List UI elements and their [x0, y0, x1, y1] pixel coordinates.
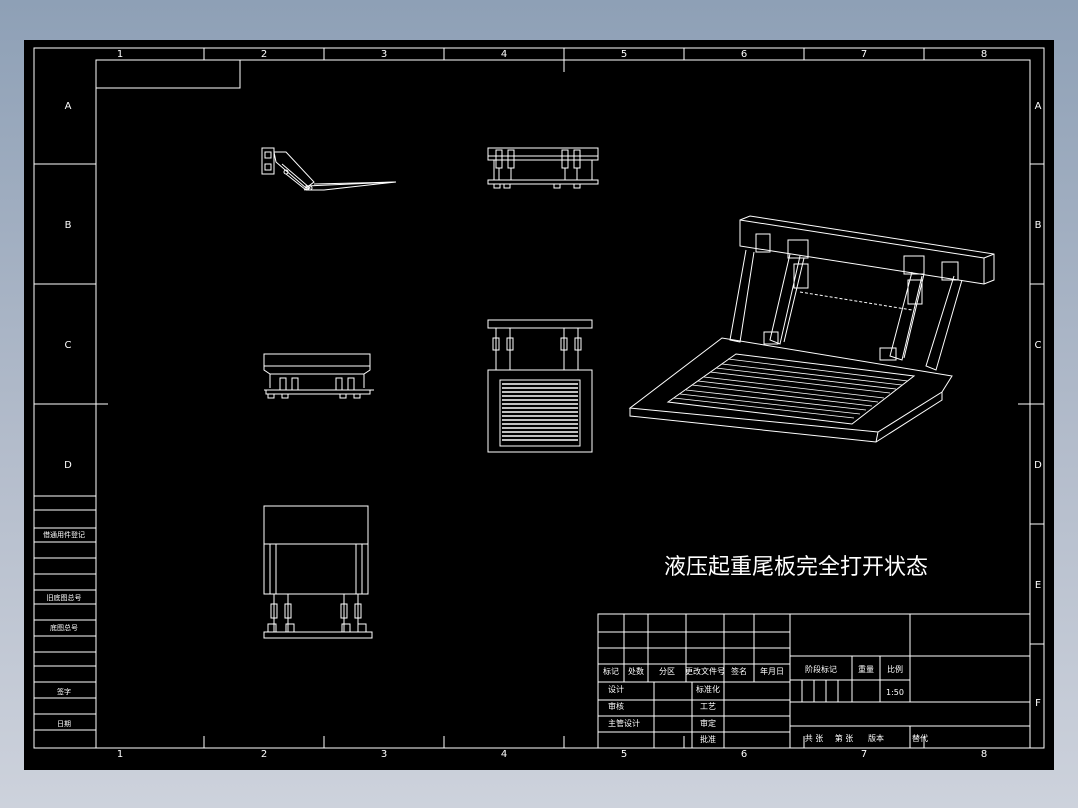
col-top-6: 6 — [741, 49, 747, 60]
tb-row-mid-3: 审定 — [700, 718, 716, 728]
tb-bottom-2: 第 张 — [835, 733, 854, 743]
row-right-E: E — [1035, 580, 1041, 591]
rear-view-top — [487, 147, 599, 189]
side-view — [261, 147, 397, 191]
row-right-C: C — [1035, 340, 1042, 351]
rev-label-4: 签字 — [57, 687, 71, 696]
col-bot-1: 1 — [117, 749, 123, 760]
col-top-7: 7 — [861, 49, 867, 60]
tb-bottom-1: 共 张 — [805, 734, 824, 743]
col-bot-6: 6 — [741, 749, 747, 760]
col-bot-7: 7 — [861, 749, 867, 760]
row-right-A: A — [1035, 101, 1042, 112]
drawing-sheet: 1 2 3 4 5 6 7 8 1 2 3 4 5 6 7 8 A B C D … — [24, 40, 1054, 770]
rev-label-5: 日期 — [57, 720, 71, 728]
tb-right-header-3: 比例 — [887, 664, 903, 674]
col-top-1: 1 — [117, 49, 123, 60]
rev-label-2: 旧底图总号 — [47, 593, 82, 602]
front-view — [263, 353, 374, 399]
column-labels: 1 2 3 4 5 6 7 8 1 2 3 4 5 6 7 8 — [117, 49, 987, 760]
top-left-box — [95, 59, 241, 89]
row-left-C: C — [65, 340, 72, 351]
bottom-view — [263, 505, 373, 639]
drawing-title: 液压起重尾板完全打开状态 — [664, 555, 928, 580]
tb-row-mid-2: 工艺 — [700, 702, 716, 711]
tb-row-left-2: 审核 — [608, 701, 624, 711]
tb-row-mid-4: 批准 — [700, 734, 716, 744]
col-top-5: 5 — [621, 49, 627, 60]
tb-row-left-3: 主管设计 — [608, 718, 640, 728]
tb-right-header-1: 阶段标记 — [805, 664, 837, 674]
row-left-B: B — [65, 220, 72, 231]
revision-labels: 借通用件登记 旧底图总号 底图总号 签字 日期 — [43, 530, 85, 728]
tb-header-6: 年月日 — [760, 666, 784, 676]
tb-scale: 1:50 — [886, 688, 904, 697]
tb-header-3: 分区 — [659, 667, 675, 676]
tb-bottom-4: 替代 — [912, 733, 928, 743]
title-block-labels: 标记 处数 分区 更改文件号 签名 年月日 阶段标记 重量 比例 1:50 设计… — [603, 664, 928, 744]
col-top-3: 3 — [381, 49, 387, 60]
row-left-D: D — [64, 460, 72, 471]
col-top-4: 4 — [501, 49, 507, 60]
plan-view — [487, 319, 593, 453]
tb-row-left-1: 设计 — [608, 684, 624, 694]
col-bot-3: 3 — [381, 749, 387, 760]
rev-label-3: 底图总号 — [50, 623, 78, 632]
drawing-svg: 1 2 3 4 5 6 7 8 1 2 3 4 5 6 7 8 A B C D … — [33, 47, 1045, 760]
outer-frame — [33, 47, 1045, 749]
col-bot-2: 2 — [261, 749, 267, 760]
tb-header-5: 签名 — [731, 666, 747, 676]
row-left-A: A — [65, 101, 72, 112]
tb-bottom-3: 版本 — [868, 733, 884, 743]
left-row-strip — [34, 163, 96, 731]
tb-row-mid-1: 标准化 — [696, 684, 720, 694]
tb-header-2: 处数 — [628, 666, 644, 676]
plan-view-hatch — [502, 383, 578, 441]
col-bot-8: 8 — [981, 749, 987, 760]
row-labels-right: A B C D E F — [1034, 101, 1042, 709]
row-labels-left: A B C D — [64, 101, 72, 471]
column-ticks — [96, 48, 1044, 748]
col-bot-4: 4 — [501, 749, 507, 760]
col-top-8: 8 — [981, 49, 987, 60]
tb-header-1: 标记 — [603, 666, 619, 676]
tb-right-header-2: 重量 — [858, 664, 874, 674]
row-right-B: B — [1035, 220, 1042, 231]
col-bot-5: 5 — [621, 749, 627, 760]
row-right-F: F — [1035, 698, 1041, 709]
isometric-hatch — [673, 358, 909, 419]
title-block — [597, 613, 1031, 749]
isometric-view — [628, 215, 995, 443]
rev-label-1: 借通用件登记 — [43, 530, 85, 539]
col-top-2: 2 — [261, 49, 267, 60]
tb-header-4: 更改文件号 — [685, 666, 725, 676]
row-right-D: D — [1034, 460, 1042, 471]
